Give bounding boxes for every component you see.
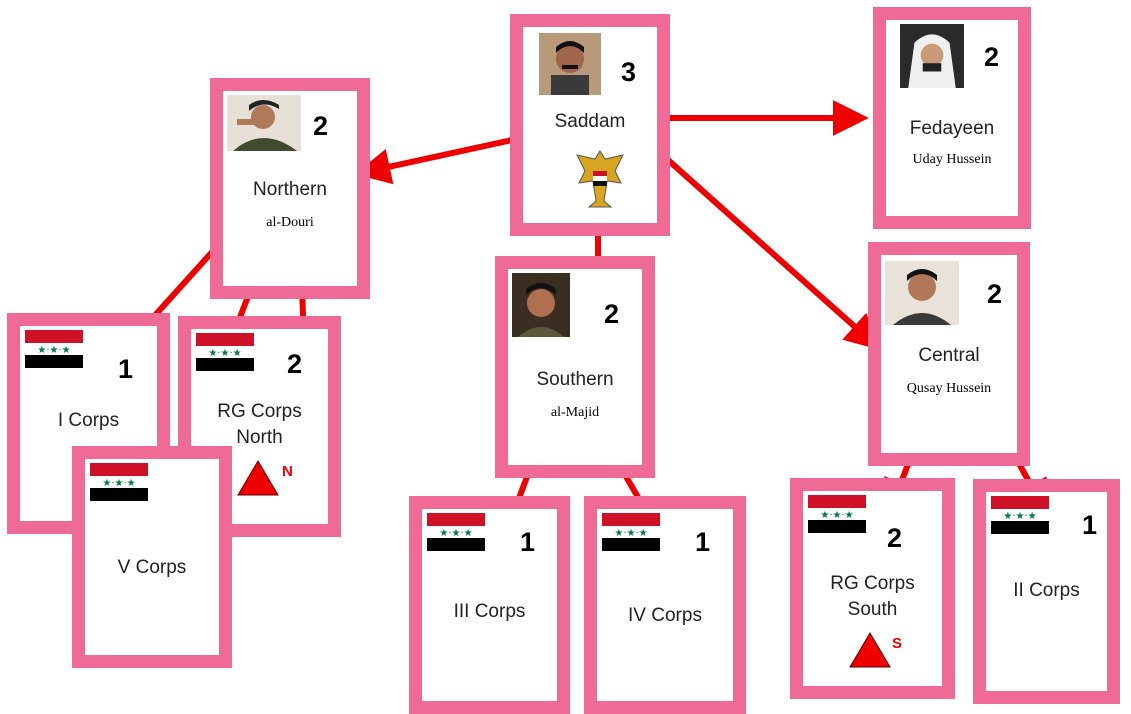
marker-letter: N — [282, 463, 293, 480]
card-number: 1 — [1082, 510, 1098, 540]
card-number: 2 — [313, 111, 329, 141]
iraq-flag-icon: ★·★·★ — [90, 463, 148, 501]
card-v-corps: ★·★·★ V Corps — [72, 446, 232, 668]
triangle-marker-icon — [237, 460, 279, 496]
card-title-line2: South — [847, 599, 898, 620]
card-subtitle: Uday Hussein — [912, 152, 992, 167]
svg-text:★·★·★: ★·★·★ — [102, 478, 135, 489]
card-title: Northern — [253, 179, 327, 200]
portrait-icon — [512, 273, 570, 337]
svg-text:★·★·★: ★·★·★ — [37, 345, 70, 356]
card-number: 3 — [621, 57, 637, 87]
arrow-saddam-central — [666, 157, 882, 351]
iraq-flag-icon: ★·★·★ — [25, 330, 83, 368]
card-title-line1: RG Corps — [830, 573, 915, 594]
svg-text:★·★·★: ★·★·★ — [614, 528, 647, 539]
card-number: 2 — [287, 349, 303, 379]
card-number: 2 — [984, 42, 1000, 72]
card-rg-corps-south: ★·★·★ 2 RG Corps South S — [790, 478, 955, 699]
card-title: Southern — [536, 369, 614, 390]
portrait-icon — [885, 261, 959, 325]
card-title: II Corps — [1013, 580, 1080, 601]
card-title: Saddam — [554, 111, 626, 132]
portrait-icon — [227, 95, 301, 151]
svg-text:★·★·★: ★·★·★ — [208, 348, 241, 359]
card-title-line2: North — [236, 427, 283, 448]
card-fedayeen: 2 Fedayeen Uday Hussein — [873, 7, 1031, 229]
card-iv-corps: ★·★·★ 1 IV Corps — [584, 496, 746, 714]
card-number: 1 — [118, 354, 134, 384]
iraq-flag-icon: ★·★·★ — [602, 513, 660, 551]
card-title: I Corps — [57, 410, 120, 431]
card-title: Fedayeen — [909, 118, 995, 139]
card-iii-corps: ★·★·★ 1 III Corps — [409, 496, 570, 714]
triangle-marker-icon — [849, 632, 891, 668]
svg-text:★·★·★: ★·★·★ — [439, 528, 472, 539]
arrow-saddam-northern — [354, 137, 513, 185]
iraq-flag-icon: ★·★·★ — [427, 513, 485, 551]
card-number: 1 — [520, 527, 536, 557]
card-saddam: 3 Saddam — [510, 14, 670, 236]
card-title: IV Corps — [628, 605, 702, 626]
portrait-icon — [900, 24, 964, 88]
iraq-flag-icon: ★·★·★ — [808, 495, 866, 533]
card-central: 2 Central Qusay Hussein — [868, 242, 1030, 466]
card-title: III Corps — [453, 601, 526, 622]
card-northern: 2 Northern al-Douri — [210, 78, 370, 299]
card-number: 2 — [987, 279, 1003, 309]
card-number: 1 — [695, 527, 711, 557]
card-subtitle: Qusay Hussein — [906, 381, 992, 396]
iraq-flag-icon: ★·★·★ — [991, 496, 1049, 534]
svg-text:★·★·★: ★·★·★ — [820, 510, 853, 521]
card-title: V Corps — [117, 557, 187, 578]
iraq-flag-icon: ★·★·★ — [196, 333, 254, 371]
portrait-icon — [539, 33, 601, 95]
card-subtitle: al-Douri — [266, 215, 314, 230]
eagle-emblem-icon — [576, 150, 624, 208]
svg-text:★·★·★: ★·★·★ — [1003, 511, 1036, 522]
card-title-line1: RG Corps — [217, 401, 302, 422]
card-southern: 2 Southern al-Majid — [495, 256, 655, 478]
marker-letter: S — [892, 635, 903, 652]
card-title: Central — [918, 345, 980, 366]
card-subtitle: al-Majid — [550, 405, 600, 420]
card-ii-corps: ★·★·★ 1 II Corps — [973, 479, 1120, 704]
card-number: 2 — [604, 299, 620, 329]
card-number: 2 — [887, 523, 903, 553]
